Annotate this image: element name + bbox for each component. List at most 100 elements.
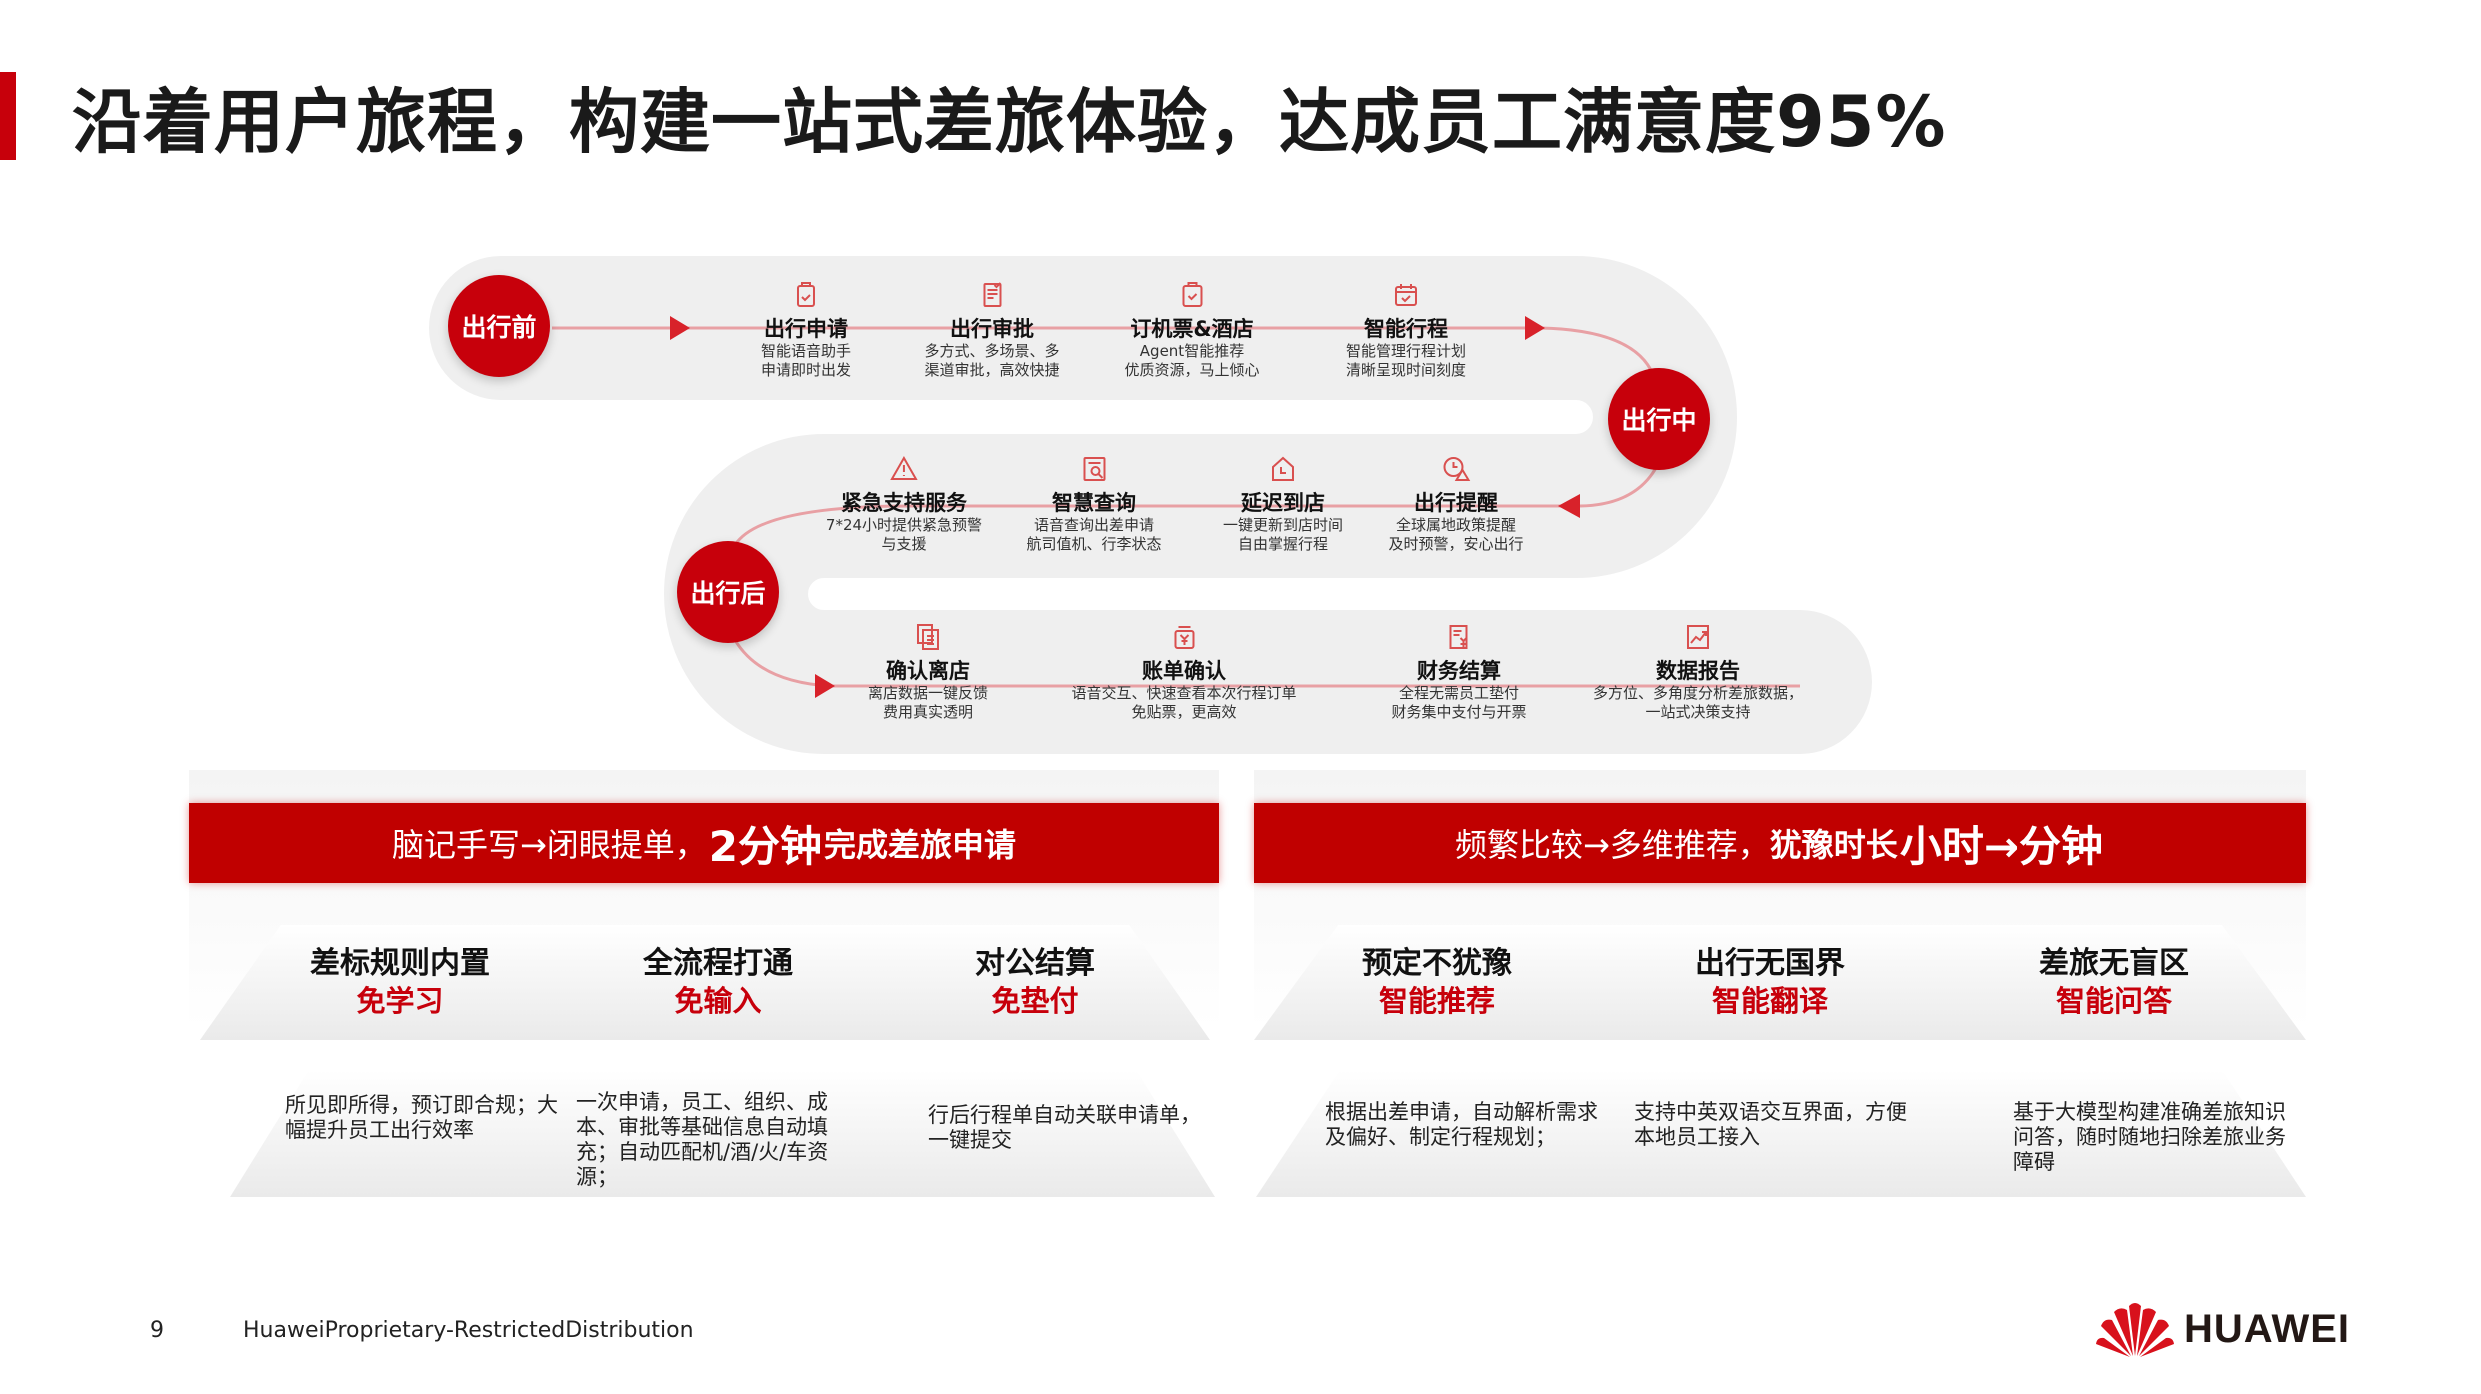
step-title: 财务结算 <box>1416 659 1501 683</box>
right-panel-base <box>1256 1070 2306 1197</box>
journey-step: 订机票&酒店 Agent智能推荐优质资源，马上倾心 <box>1124 280 1260 380</box>
journey-step: 确认离店 离店数据一键反馈费用真实透明 <box>868 622 988 722</box>
feature-highlight: 免学习 <box>356 984 444 1018</box>
feature-desc: 一次申请，员工、组织、成本、审批等基础信息自动填充；自动匹配机/酒/火/车资源； <box>576 1090 829 1189</box>
feature-title: 预定不犹豫 <box>1362 946 1512 981</box>
luggage-check-icon <box>796 282 815 307</box>
step-desc: 自由掌握行程 <box>1237 535 1329 553</box>
journey-track <box>429 256 1872 754</box>
huawei-petal-icon <box>2096 1303 2174 1357</box>
stage-before: 出行前 <box>448 275 550 377</box>
feature-column: 出行无国界 智能翻译 <box>1695 945 1845 1019</box>
journey-step: 出行提醒 全球属地政策提醒及时预警，安心出行 <box>1388 454 1524 554</box>
step-desc: 优质资源，马上倾心 <box>1124 361 1260 379</box>
journey-step: 延迟到店 一键更新到店时间自由掌握行程 <box>1223 454 1343 554</box>
step-title: 紧急支持服务 <box>840 491 967 515</box>
step-title: 智慧查询 <box>1051 491 1136 515</box>
left-panel-base <box>230 1070 1215 1197</box>
step-desc: 智能语音助手 <box>760 342 852 360</box>
arrow-icon <box>1525 316 1545 340</box>
classification-label: HuaweiProprietary-RestrictedDistribution <box>243 1318 694 1343</box>
documents-icon <box>916 624 939 650</box>
arrow-icon <box>1558 494 1580 518</box>
ticket-check-icon <box>1181 282 1202 307</box>
page-title: 沿着用户旅程，构建一站式差旅体验，达成员工满意度95% <box>72 81 1947 163</box>
step-desc: 免贴票，更高效 <box>1131 703 1237 721</box>
header-highlight: 2分钟 <box>708 821 823 871</box>
step-desc: 多方式、多场景、多 <box>924 342 1060 360</box>
warning-icon <box>890 455 918 480</box>
step-desc: 语音交互、快速查看本次行程订单 <box>1071 684 1297 702</box>
journey-step: 账单确认 语音交互、快速查看本次行程订单免贴票，更高效 <box>1071 622 1297 722</box>
feature-title: 差标规则内置 <box>310 946 490 981</box>
feature-column: 差旅无盲区 智能问答 <box>2039 945 2189 1019</box>
yuan-jar-icon <box>1173 626 1194 649</box>
step-title: 确认离店 <box>885 659 970 683</box>
step-title: 出行审批 <box>949 317 1034 341</box>
feature-column: 对公结算 免垫付 <box>975 945 1095 1019</box>
invoice-yuan-icon <box>1448 625 1467 649</box>
header-text: 脑记手写→闭眼提单， <box>391 826 707 864</box>
feature-desc: 行后行程单自动关联申请单，一键提交 <box>928 1103 1201 1152</box>
feature-column: 差标规则内置 免学习 <box>310 945 490 1019</box>
journey-step: 智能行程 智能管理行程计划清晰呈现时间刻度 <box>1346 280 1466 380</box>
stage-after: 出行后 <box>677 541 779 643</box>
arrow-icon <box>815 674 835 698</box>
journey-step: 紧急支持服务 7*24小时提供紧急预警与支援 <box>826 454 982 554</box>
step-title: 智能行程 <box>1363 317 1448 341</box>
feature-title: 对公结算 <box>975 946 1095 981</box>
feature-title: 全流程打通 <box>643 946 793 981</box>
feature-column: 全流程打通 免输入 <box>643 945 793 1019</box>
journey-step: 数据报告 多方位、多角度分析差旅数据，一站式决策支持 <box>1593 622 1803 722</box>
header-text: 完成差旅申请 <box>824 826 1017 864</box>
step-desc: 7*24小时提供紧急预警 <box>825 516 983 534</box>
huawei-wordmark: HUAWEI <box>2184 1306 2350 1351</box>
left-panel-header: 脑记手写→闭眼提单，2分钟完成差旅申请 <box>189 803 1219 883</box>
header-highlight: 小时→分钟 <box>1899 821 2104 871</box>
journey-step: 智慧查询 语音查询出差申请航司值机、行李状态 <box>1026 454 1162 554</box>
step-desc: 与支援 <box>881 535 927 553</box>
feature-desc: 根据出差申请，自动解析需求及偏好、制定行程规划； <box>1325 1100 1598 1149</box>
right-panel-step <box>1254 925 2306 1040</box>
document-search-icon <box>1082 457 1105 481</box>
right-panel-header: 频繁比较→多维推荐，犹豫时长小时→分钟 <box>1254 803 2306 883</box>
journey-step: 出行申请 智能语音助手申请即时出发 <box>761 280 851 380</box>
step-desc: 渠道审批，高效快捷 <box>924 361 1060 379</box>
step-desc: 申请即时出发 <box>760 361 852 379</box>
step-desc: 航司值机、行李状态 <box>1026 535 1162 553</box>
stage-during: 出行中 <box>1608 368 1710 470</box>
header-text: 频繁比较→多维推荐， <box>1454 826 1770 864</box>
feature-title: 差旅无盲区 <box>2039 946 2189 981</box>
step-desc: 离店数据一键反馈 <box>867 684 989 702</box>
feature-desc: 支持中英双语交互界面，方便本地员工接入 <box>1634 1100 1907 1149</box>
document-check-icon <box>982 282 1001 307</box>
feature-desc: 所见即所得，预订即合规；大幅提升员工出行效率 <box>285 1093 558 1142</box>
step-desc: 多方位、多角度分析差旅数据， <box>1592 684 1804 702</box>
step-desc: 及时预警，安心出行 <box>1388 535 1524 553</box>
huawei-logo: HUAWEI <box>2096 1300 2350 1358</box>
left-panel-step <box>200 925 1210 1040</box>
feature-highlight: 免垫付 <box>991 984 1079 1018</box>
feature-desc: 基于大模型构建准确差旅知识问答，随时随地扫除差旅业务障碍 <box>2013 1100 2286 1174</box>
step-title: 账单确认 <box>1141 659 1226 683</box>
feature-title: 出行无国界 <box>1695 946 1845 981</box>
journey-step: 出行审批 多方式、多场景、多渠道审批，高效快捷 <box>924 280 1060 380</box>
step-desc: 一站式决策支持 <box>1645 703 1751 721</box>
step-desc: 智能管理行程计划 <box>1345 342 1467 360</box>
step-desc: 全球属地政策提醒 <box>1395 516 1517 534</box>
step-title: 出行申请 <box>763 317 848 341</box>
header-text: 犹豫时长 <box>1769 826 1898 864</box>
feature-highlight: 智能推荐 <box>1378 984 1495 1018</box>
step-desc: 语音查询出差申请 <box>1033 516 1155 534</box>
arrow-icon <box>670 316 690 340</box>
step-title: 出行提醒 <box>1413 491 1498 515</box>
journey-step: 财务结算 全程无需员工垫付财务集中支付与开票 <box>1391 622 1527 722</box>
clock-alert-icon <box>1442 457 1470 481</box>
step-desc: 全程无需员工垫付 <box>1398 684 1520 702</box>
feature-column: 预定不犹豫 智能推荐 <box>1362 945 1512 1019</box>
step-desc: 财务集中支付与开票 <box>1391 703 1527 721</box>
feature-highlight: 智能问答 <box>2055 984 2172 1018</box>
chart-up-icon <box>1686 625 1709 649</box>
step-desc: Agent智能推荐 <box>1139 342 1245 360</box>
step-desc: 费用真实透明 <box>882 703 974 721</box>
